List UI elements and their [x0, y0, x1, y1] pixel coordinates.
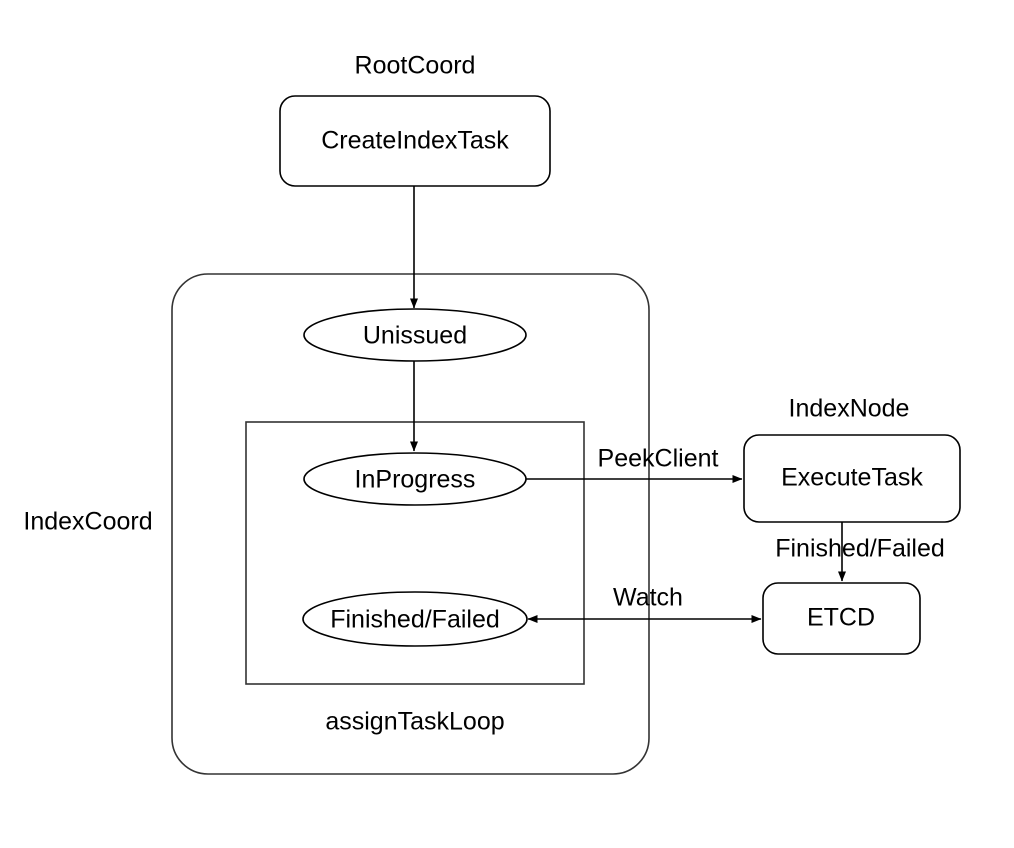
- node-finished-failed-state[interactable]: [302, 591, 528, 647]
- node-etcd[interactable]: [762, 582, 921, 655]
- node-create-index-task[interactable]: [279, 95, 551, 187]
- label-index-node: IndexNode: [789, 395, 910, 423]
- edge-label-peek-client: PeekClient: [598, 445, 719, 473]
- node-unissued-label: Unissued: [363, 322, 467, 350]
- node-unissued[interactable]: [303, 308, 527, 362]
- node-in-progress[interactable]: [303, 452, 527, 506]
- group-assign-task-loop: [245, 421, 585, 685]
- node-create-index-task-label: CreateIndexTask: [321, 127, 509, 155]
- edge-label-finished-failed: Finished/Failed: [775, 535, 945, 563]
- group-index-coord: [171, 273, 650, 775]
- node-execute-task[interactable]: [743, 434, 961, 523]
- label-index-coord: IndexCoord: [23, 508, 152, 536]
- label-root-coord: RootCoord: [355, 52, 476, 80]
- node-in-progress-label: InProgress: [355, 466, 476, 494]
- node-execute-task-label: ExecuteTask: [781, 464, 923, 492]
- label-assign-task-loop: assignTaskLoop: [325, 708, 504, 736]
- node-etcd-label: ETCD: [807, 604, 875, 632]
- edge-label-watch: Watch: [613, 584, 683, 612]
- node-finished-failed-state-label: Finished/Failed: [330, 606, 500, 634]
